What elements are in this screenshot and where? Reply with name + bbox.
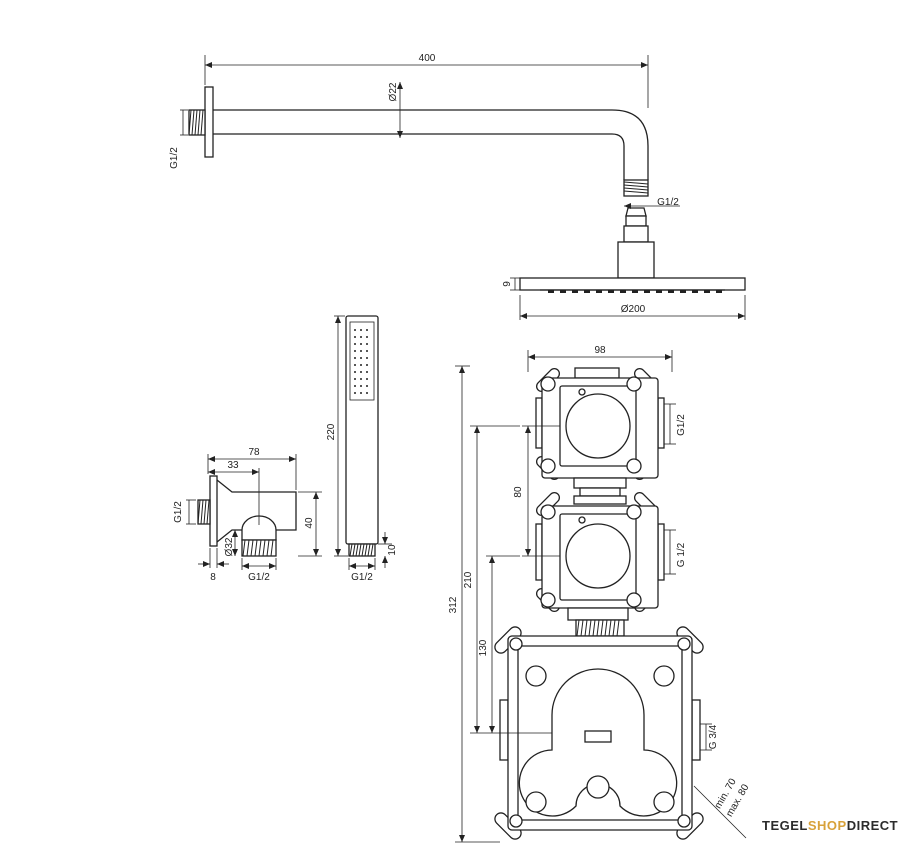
arm-thread-label: G1/2 bbox=[657, 197, 679, 208]
hand-shower-thread-len-label: 10 bbox=[387, 544, 398, 556]
head-thickness-label: 9 bbox=[502, 281, 513, 287]
head-diameter-label: Ø200 bbox=[621, 304, 646, 315]
elbow-diameter-label: Ø32 bbox=[224, 537, 235, 556]
hand-shower-length-label: 220 bbox=[326, 423, 337, 440]
valve-thread-mid-label: G 1/2 bbox=[676, 542, 687, 567]
shower-arm bbox=[188, 86, 746, 293]
arm-length-label: 400 bbox=[419, 53, 436, 64]
brand-logo: TEGELSHOPDIRECT bbox=[762, 818, 898, 833]
total-height-label: 312 bbox=[448, 596, 459, 613]
arm-dimensions: 400 Ø22 G1/2 G1/2 9 Ø200 bbox=[169, 53, 746, 320]
elbow-width-total-label: 78 bbox=[248, 447, 260, 458]
logo-part-3: DIRECT bbox=[846, 818, 899, 833]
valve-width-label: 98 bbox=[594, 345, 606, 356]
hand-shower-thread-label: G1/2 bbox=[351, 572, 373, 583]
wall-thread-label: G1/2 bbox=[169, 147, 180, 169]
elbow-height-label: 40 bbox=[304, 517, 315, 529]
elbow-flange-label: 8 bbox=[210, 572, 216, 583]
elbow-thread-left-label: G1/2 bbox=[173, 501, 184, 523]
valve-assembly bbox=[494, 367, 704, 840]
height-210-label: 210 bbox=[463, 571, 474, 588]
valve-spacing-label: 80 bbox=[513, 486, 524, 498]
hand-shower-dimensions: 220 10 G1/2 bbox=[326, 315, 398, 583]
arm-diameter-label: Ø22 bbox=[388, 82, 399, 101]
height-130-label: 130 bbox=[478, 639, 489, 656]
box-thread-label: G 3/4 bbox=[708, 724, 719, 749]
wall-elbow bbox=[197, 475, 297, 557]
logo-part-1: TEGEL bbox=[762, 818, 808, 833]
elbow-thread-bottom-label: G1/2 bbox=[248, 572, 270, 583]
hand-shower bbox=[345, 315, 379, 557]
wall-elbow-dimensions: 78 33 40 G1/2 Ø32 8 G1/2 bbox=[173, 447, 322, 583]
elbow-width-inner-label: 33 bbox=[227, 460, 239, 471]
logo-part-2: SHOP bbox=[807, 818, 847, 833]
valve-thread-top-label: G1/2 bbox=[676, 414, 687, 436]
